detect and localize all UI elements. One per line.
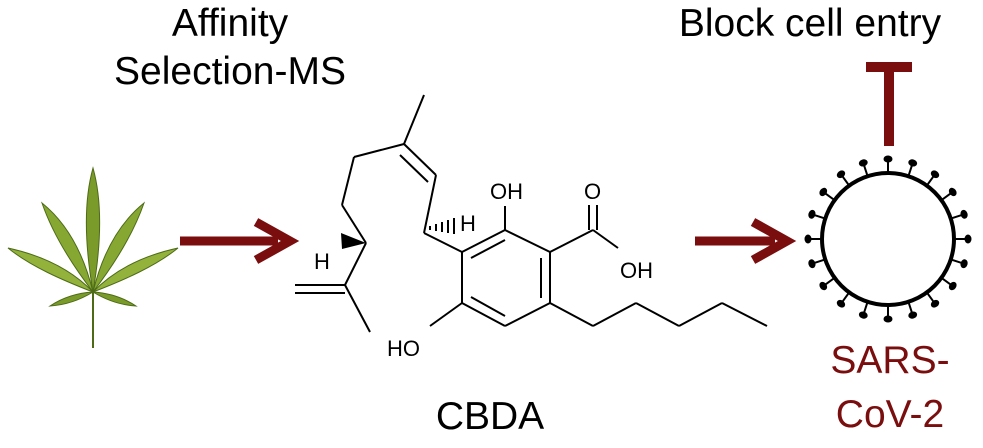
virus-spike-stem bbox=[940, 276, 951, 286]
atom-h-left: H bbox=[314, 249, 330, 274]
virus-spike-stem bbox=[950, 258, 962, 264]
heading-line-1: Affinity bbox=[171, 2, 289, 45]
virus-label: SARS- CoV-2 bbox=[795, 334, 983, 442]
atom-ho-bottom: HO bbox=[387, 336, 420, 361]
atom-o-carbonyl: O bbox=[584, 179, 601, 204]
wedge-bond bbox=[341, 233, 366, 249]
virus-label-line-2: CoV-2 bbox=[835, 393, 945, 436]
virus-spike-head bbox=[808, 209, 816, 219]
virus-spike-head bbox=[819, 187, 828, 197]
virus-spike-stem bbox=[925, 176, 935, 187]
block-cell-entry-heading: Block cell entry bbox=[678, 2, 942, 45]
arrow-to-molecule bbox=[180, 218, 300, 264]
virus-spike-head bbox=[836, 299, 846, 308]
virus-spike-head bbox=[930, 299, 940, 308]
inhibition-bar bbox=[866, 62, 912, 146]
hash-bond bbox=[429, 218, 455, 234]
virus-spike-head bbox=[948, 281, 957, 291]
virus-spike-stem bbox=[950, 214, 962, 220]
virus-spike-stem bbox=[940, 192, 951, 202]
virus-spike-stem bbox=[863, 301, 869, 313]
virus-spike-head bbox=[960, 259, 968, 269]
virus-spike-stem bbox=[907, 301, 913, 313]
virus-spike-head bbox=[908, 311, 918, 319]
virus-spike-stem bbox=[825, 276, 836, 286]
virus-spike-head bbox=[804, 234, 812, 244]
virus-spike-stem bbox=[907, 165, 913, 177]
virus-spike-stem bbox=[863, 165, 869, 177]
atom-h-right: H bbox=[460, 211, 476, 236]
virus-spike-stem bbox=[841, 176, 851, 187]
coronavirus-icon bbox=[804, 155, 972, 323]
virus-spike-head bbox=[858, 311, 868, 319]
virus-spike-head bbox=[858, 159, 868, 167]
virus-spike-stem bbox=[825, 192, 836, 202]
virus-spike-head bbox=[948, 187, 957, 197]
heading-line-2: Selection-MS bbox=[114, 50, 346, 93]
molecule-name: CBDA bbox=[435, 395, 545, 438]
virus-spike-stem bbox=[925, 291, 935, 302]
cannabis-leaf-icon bbox=[7, 166, 179, 348]
virus-spike-head bbox=[908, 159, 918, 167]
virus-spike-head bbox=[808, 259, 816, 269]
virus-spike-head bbox=[883, 155, 893, 163]
virus-spike-head bbox=[960, 209, 968, 219]
arrow-to-virus bbox=[695, 218, 797, 264]
atom-oh-acid: OH bbox=[620, 258, 653, 283]
virus-spike-head bbox=[964, 234, 972, 244]
virus-spike-stem bbox=[841, 291, 851, 302]
virus-label-line-1: SARS- bbox=[830, 339, 950, 382]
virus-spike-head bbox=[836, 170, 846, 179]
atom-oh-top: OH bbox=[490, 179, 523, 204]
virus-spike-head bbox=[930, 170, 940, 179]
virus-spike-stem bbox=[814, 258, 826, 264]
virus-spike-head bbox=[883, 315, 893, 323]
cbda-structure bbox=[295, 94, 768, 333]
virus-spike-head bbox=[819, 281, 828, 291]
virus-spike-stem bbox=[814, 214, 826, 220]
affinity-selection-heading: Affinity Selection-MS bbox=[80, 0, 380, 96]
